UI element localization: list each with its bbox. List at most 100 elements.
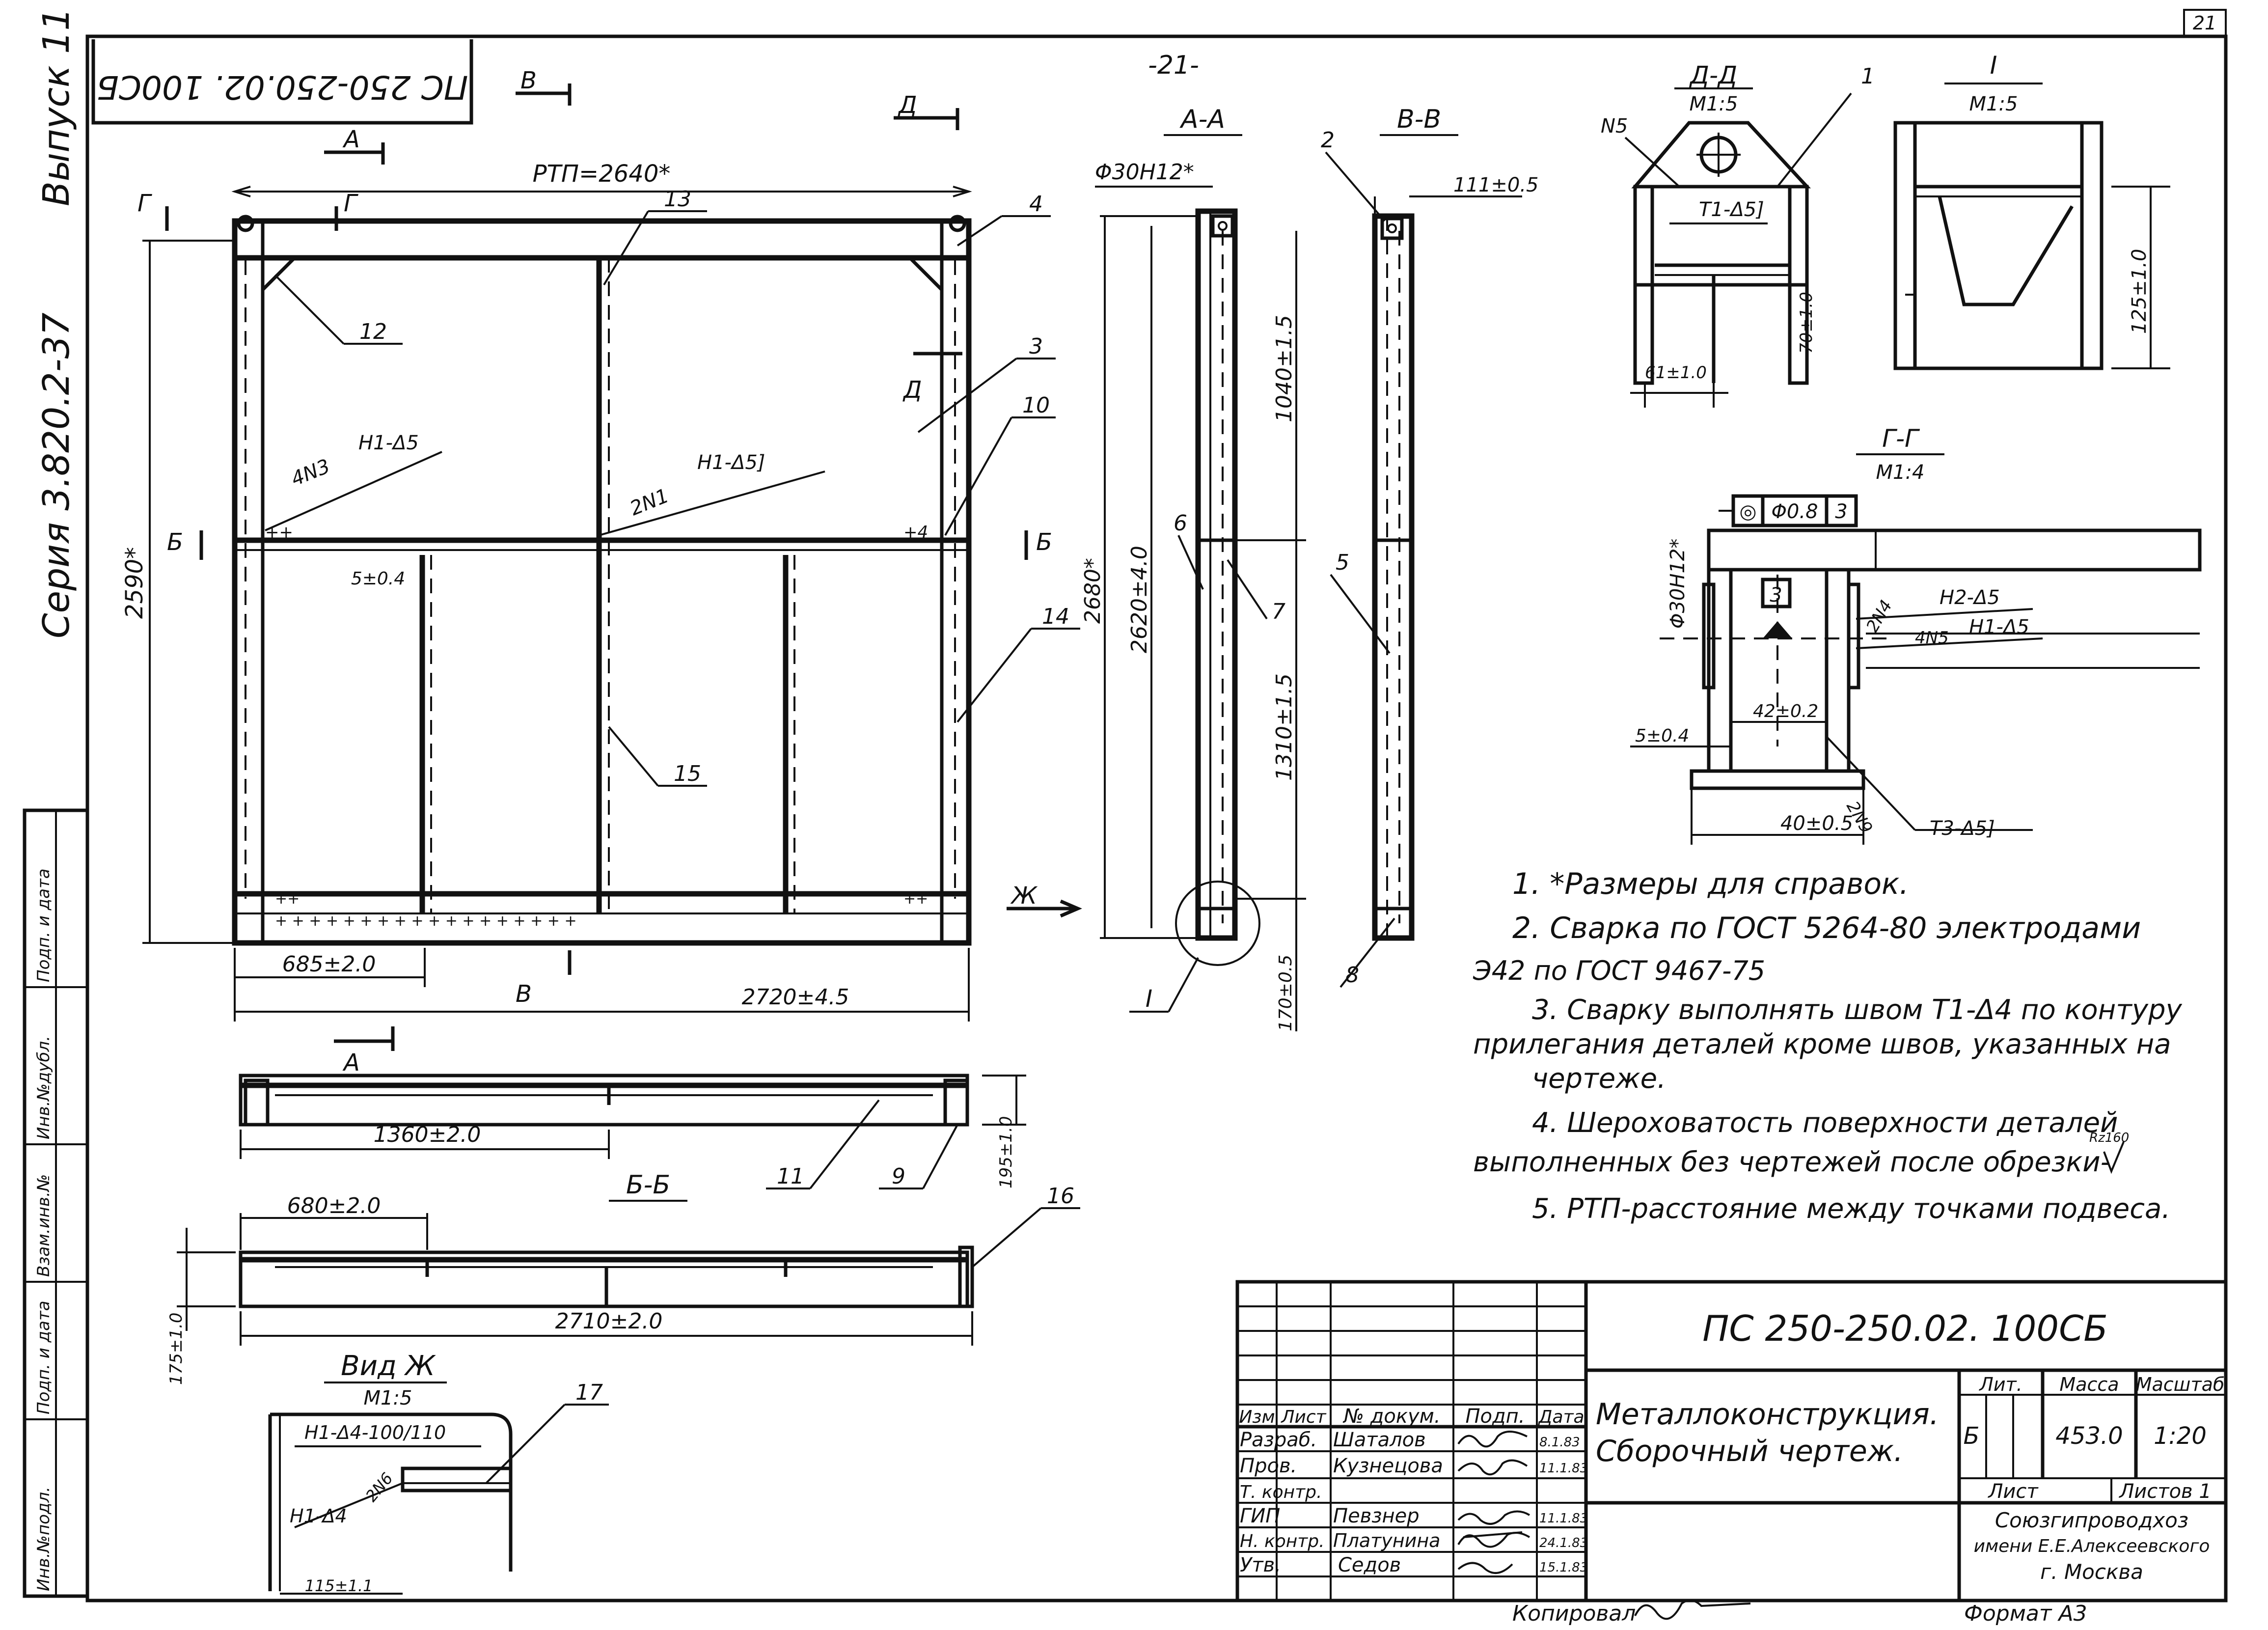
svg-text:++: ++ xyxy=(265,523,293,542)
svg-text:Масштаб: Масштаб xyxy=(2136,1374,2225,1395)
svg-text:Пров.: Пров. xyxy=(1240,1455,1297,1477)
svg-text:40±0.5: 40±0.5 xyxy=(1780,812,1853,835)
svg-text:Т. контр.: Т. контр. xyxy=(1240,1482,1322,1502)
detail-i: I М1:5 125±1.0 xyxy=(1893,51,2170,370)
svg-text:ГИП: ГИП xyxy=(1240,1505,1280,1527)
svg-text:2N1: 2N1 xyxy=(627,484,672,520)
svg-text:I: I xyxy=(1990,51,1997,80)
svg-text:Лит.: Лит. xyxy=(1978,1374,2022,1395)
dim-5: 5±0.4 xyxy=(351,569,405,589)
svg-text:Н1-Δ5: Н1-Δ5 xyxy=(1969,616,2029,638)
view-zh: Вид Ж М1:5 Н1-Δ4-100/110 Н1-Δ4 2N6 17 11… xyxy=(268,1350,609,1595)
svg-text:Седов: Седов xyxy=(1338,1554,1401,1576)
svg-text:5: 5 xyxy=(1336,550,1349,575)
svg-text:2680*: 2680* xyxy=(1080,558,1105,624)
notes: 1. *Размеры для справок. 2. Сварка по ГО… xyxy=(1473,867,2183,1225)
note-2b: Э42 по ГОСТ 9467-75 xyxy=(1473,955,1765,986)
svg-text:4N3: 4N3 xyxy=(288,455,333,491)
svg-text:170±0.5: 170±0.5 xyxy=(1276,955,1296,1031)
svg-text:Певзнер: Певзнер xyxy=(1333,1505,1420,1527)
note-1: 1. *Размеры для справок. xyxy=(1512,867,1909,901)
svg-text:М1:5: М1:5 xyxy=(364,1387,412,1409)
svg-text:115±1.1: 115±1.1 xyxy=(305,1576,373,1595)
svg-text:Φ30Н12*: Φ30Н12* xyxy=(1095,160,1194,185)
svg-text:Разраб.: Разраб. xyxy=(1240,1429,1317,1451)
svg-text:Φ0.8: Φ0.8 xyxy=(1771,500,1818,523)
svg-text:125±1.0: 125±1.0 xyxy=(2128,249,2151,334)
section-g-g: Г-Г М1:4 ◎ Φ0.8 3 Φ30Н12* 3 2N4 Н2-Δ5 4N… xyxy=(1630,424,2202,845)
note-3c: чертеже. xyxy=(1532,1063,1666,1095)
svg-text:15: 15 xyxy=(674,761,701,786)
svg-text:Г-Г: Г-Г xyxy=(1882,424,1920,453)
svg-text:1310±1.5: 1310±1.5 xyxy=(1272,673,1297,781)
svg-text:имени Е.Е.Алексеевского: имени Е.Е.Алексеевского xyxy=(1974,1536,2210,1556)
section-b-b: Б-Б 680±2.0 2710±2.0 175±1.0 16 xyxy=(166,1170,1080,1385)
svg-text:2620±4.0: 2620±4.0 xyxy=(1127,546,1152,653)
svg-text:42±0.2: 42±0.2 xyxy=(1753,701,1818,721)
svg-text:4: 4 xyxy=(1029,192,1043,217)
svg-text:Д: Д xyxy=(898,91,917,119)
stamp-cell-5: Подп. и дата xyxy=(34,868,54,982)
svg-text:12: 12 xyxy=(359,319,387,344)
svg-text:1040±1.5: 1040±1.5 xyxy=(1272,315,1297,422)
format-label: Формат А3 xyxy=(1964,1601,2087,1626)
svg-text:Подп.: Подп. xyxy=(1465,1405,1525,1428)
svg-text:В-В: В-В xyxy=(1397,105,1441,134)
svg-text:3: 3 xyxy=(1770,584,1782,607)
svg-text:Лист: Лист xyxy=(1280,1407,1326,1427)
svg-text:М1:5: М1:5 xyxy=(1969,93,2018,115)
svg-text:Н2-Δ5: Н2-Δ5 xyxy=(1940,586,2000,609)
svg-text:А-А: А-А xyxy=(1179,105,1225,134)
svg-text:24.1.83: 24.1.83 xyxy=(1539,1536,1588,1550)
svg-text:Б: Б xyxy=(1036,528,1052,556)
svg-text:Д-Д: Д-Д xyxy=(1689,61,1737,89)
svg-text:№ докум.: № докум. xyxy=(1342,1405,1440,1428)
svg-text:Д: Д xyxy=(902,376,922,404)
svg-text:Утв.: Утв. xyxy=(1240,1554,1281,1576)
svg-text:Ж: Ж xyxy=(1010,882,1038,910)
stamp-cell-1: Инв.№подл. xyxy=(34,1487,54,1591)
svg-text:Союзгипроводхоз: Союзгипроводхоз xyxy=(1995,1508,2188,1532)
front-view: + + + + + + + + + + + + + + + + + + ++ +… xyxy=(121,67,1082,1022)
svg-text:Н. контр.: Н. контр. xyxy=(1240,1531,1325,1551)
stamp-cell-3: Взам.инв.№ xyxy=(34,1174,54,1277)
svg-text:Листов 1: Листов 1 xyxy=(2118,1480,2212,1503)
svg-text:11: 11 xyxy=(777,1164,804,1189)
svg-text:г. Москва: г. Москва xyxy=(2040,1560,2143,1584)
rtp-dim: РТП=2640* xyxy=(533,160,671,188)
svg-text:++: ++ xyxy=(275,890,300,908)
svg-text:Сборочный чертеж.: Сборочный чертеж. xyxy=(1596,1434,1903,1468)
detail-d-d: Д-Д М1:5 N5 Т1-Δ5] 1 61±1.0 70±1.0 xyxy=(1601,61,1875,408)
dim-685: 685±2.0 xyxy=(282,952,376,977)
svg-text:680±2.0: 680±2.0 xyxy=(287,1193,381,1218)
svg-text:Шаталов: Шаталов xyxy=(1333,1429,1426,1451)
svg-text:Т3-Δ5]: Т3-Δ5] xyxy=(1930,817,1995,840)
svg-text:ПС 250-250.02. 100СБ: ПС 250-250.02. 100СБ xyxy=(97,68,468,106)
svg-text:Н1-Δ5]: Н1-Δ5] xyxy=(697,451,765,474)
svg-text:3: 3 xyxy=(1835,500,1847,523)
svg-text:11.1.83: 11.1.83 xyxy=(1539,1461,1588,1476)
svg-text:N5: N5 xyxy=(1601,115,1628,138)
svg-text:5±0.4: 5±0.4 xyxy=(1635,726,1689,746)
svg-text:+4: +4 xyxy=(903,523,928,542)
svg-text:7: 7 xyxy=(1272,599,1285,624)
svg-text:70±1.0: 70±1.0 xyxy=(1797,292,1816,354)
copied-signature xyxy=(1634,1599,1751,1620)
svg-text:Масса: Масса xyxy=(2059,1374,2119,1395)
svg-text:453.0: 453.0 xyxy=(2055,1422,2123,1450)
svg-text:13: 13 xyxy=(664,187,691,212)
svg-text:3: 3 xyxy=(1029,334,1043,359)
note-2: 2. Сварка по ГОСТ 5264-80 электродами xyxy=(1512,911,2141,945)
svg-text:Дата: Дата xyxy=(1537,1407,1584,1427)
svg-text:А: А xyxy=(342,126,360,153)
doc-code-stamp: ПС 250-250.02. 100СБ xyxy=(91,39,473,125)
stamp-cell-2: Подп. и дата xyxy=(34,1300,54,1414)
svg-text:10: 10 xyxy=(1022,393,1050,418)
svg-text:2: 2 xyxy=(1321,128,1335,153)
dim-2720: 2720±4.5 xyxy=(742,985,849,1010)
svg-text:9: 9 xyxy=(892,1164,905,1189)
note-3b: прилегания деталей кроме швов, указанных… xyxy=(1473,1028,2171,1060)
svg-text:1:20: 1:20 xyxy=(2154,1422,2207,1450)
svg-text:Н1-Δ5: Н1-Δ5 xyxy=(358,432,419,454)
issue-label: Выпуск 11 xyxy=(35,8,78,206)
